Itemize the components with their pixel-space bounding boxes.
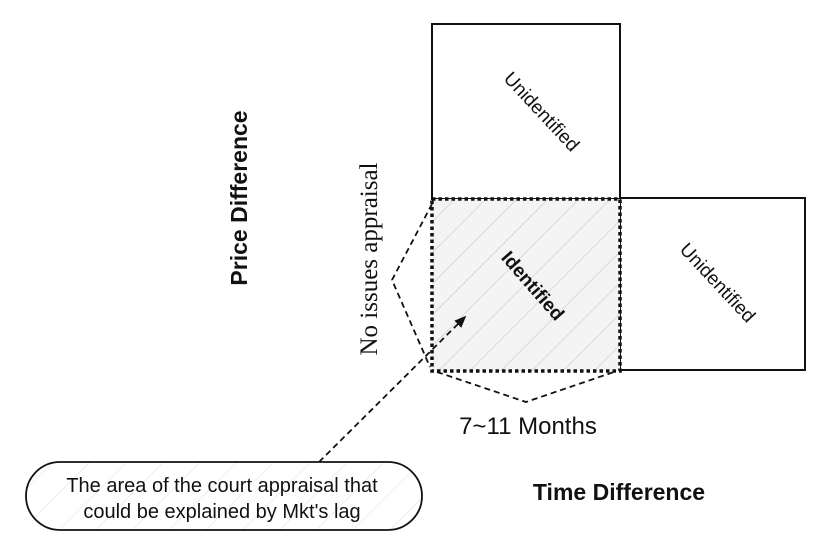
- callout-arrow: [318, 315, 467, 463]
- identified-box-border: [430, 197, 622, 373]
- top-unidentified-box: [431, 23, 621, 200]
- left-bracket-label: No issues appraisal: [356, 162, 383, 355]
- x-axis-label: Time Difference: [533, 479, 705, 505]
- bottom-bracket-label: 7~11 Months: [459, 413, 597, 440]
- bottom-dashed-bracket: [436, 371, 615, 403]
- right-unidentified-box: [619, 197, 806, 371]
- callout-line-2: could be explained by Mkt's lag: [83, 501, 360, 523]
- callout-line-1: The area of the court appraisal that: [66, 475, 378, 497]
- y-axis-label: Price Difference: [226, 110, 252, 285]
- left-dashed-bracket: [391, 203, 433, 368]
- identified-area: [432, 199, 620, 371]
- callout-bubble: [25, 461, 423, 531]
